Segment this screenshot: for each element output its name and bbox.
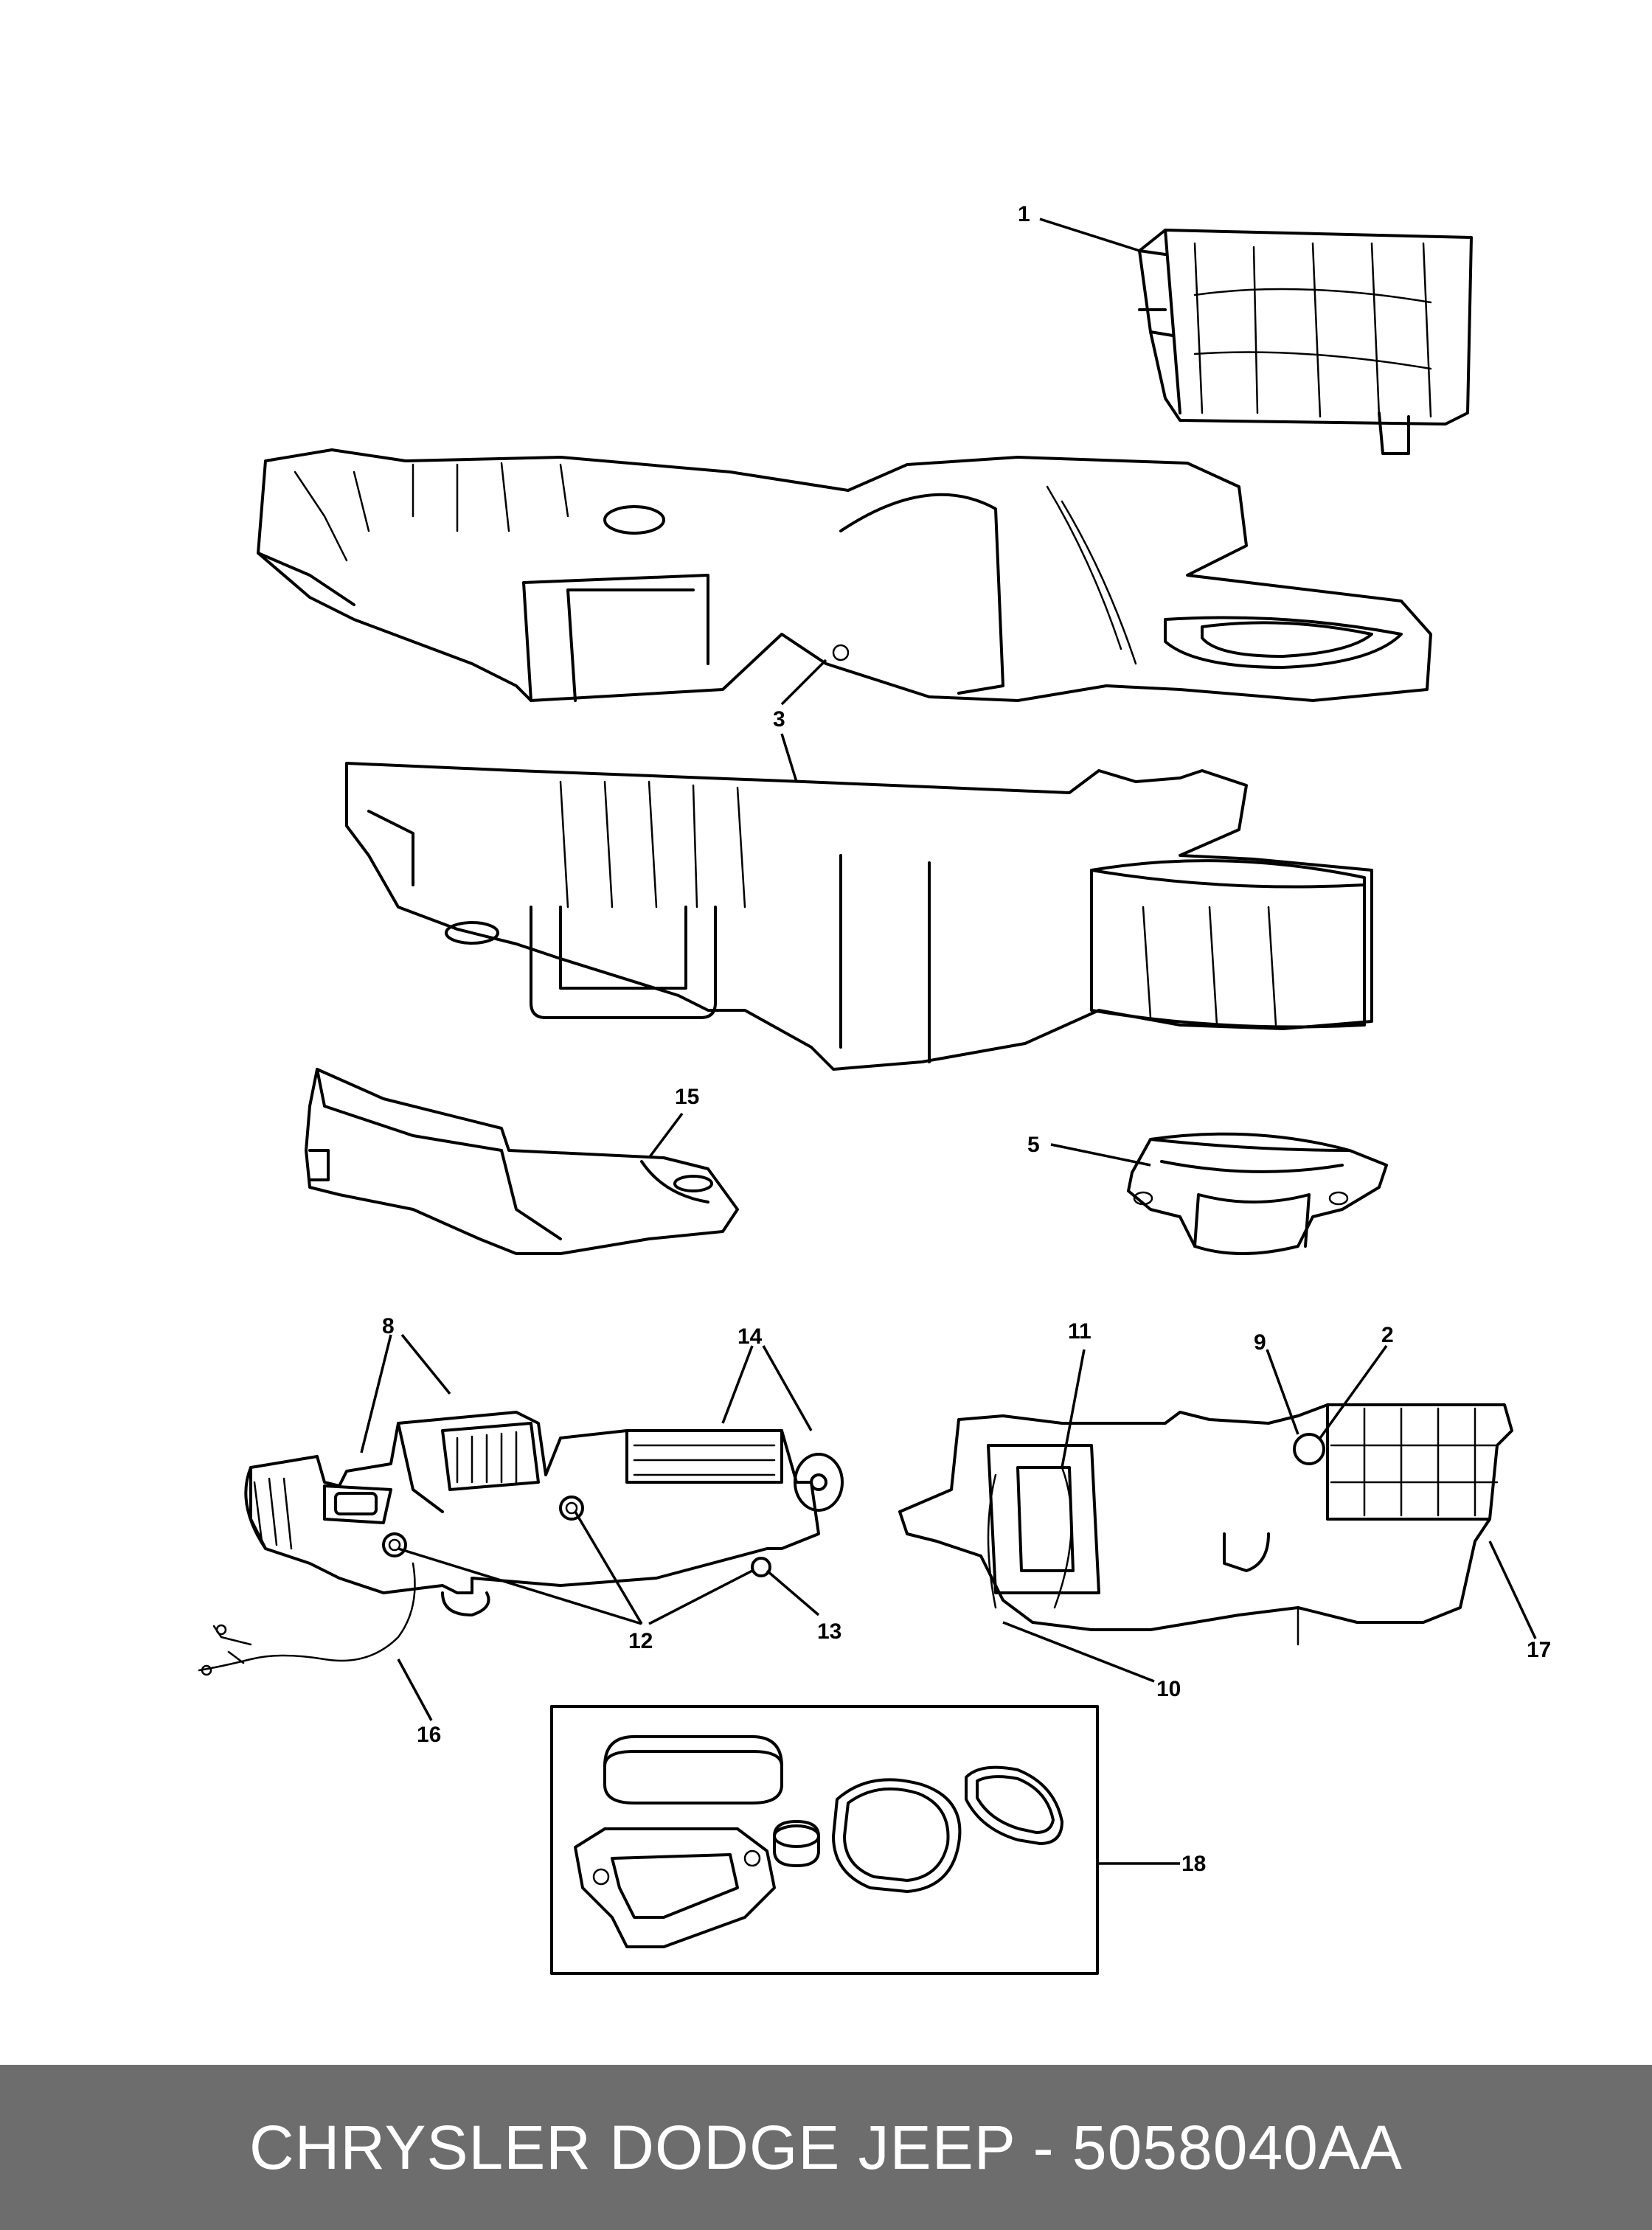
footer-part-number: CHRYSLER DODGE JEEP - 5058040AA	[249, 2112, 1403, 2182]
footer-bar: CHRYSLER DODGE JEEP - 5058040AA	[0, 2065, 1652, 2230]
leader-12	[398, 1511, 753, 1625]
callout-15: 15	[675, 1085, 699, 1109]
leader-3	[780, 659, 827, 782]
leader-10	[1002, 1621, 1155, 1683]
leader-5	[1050, 1143, 1151, 1167]
callout-5: 5	[1027, 1133, 1040, 1157]
callout-9: 9	[1254, 1330, 1266, 1355]
callout-12: 12	[628, 1629, 653, 1653]
left-hvac-assembly	[198, 1411, 844, 1676]
part-15-duct	[305, 1068, 739, 1255]
part-18-gasket-kit	[550, 1705, 1099, 1975]
callout-14: 14	[738, 1324, 763, 1349]
leader-1	[1039, 218, 1140, 252]
leader-9	[1266, 1349, 1299, 1435]
leader-11	[1061, 1349, 1086, 1468]
callout-16: 16	[417, 1723, 441, 1747]
leader-lines	[360, 218, 1537, 1865]
part-1-housing	[1138, 229, 1473, 455]
callout-13: 13	[817, 1619, 841, 1644]
leader-15	[648, 1112, 684, 1159]
leader-14	[721, 1345, 813, 1431]
callout-10: 10	[1156, 1677, 1181, 1701]
callout-3: 3	[773, 707, 785, 732]
right-hvac-assembly	[898, 1403, 1513, 1646]
leader-16	[397, 1658, 433, 1721]
leader-17	[1488, 1540, 1537, 1639]
callout-1: 1	[1018, 202, 1030, 226]
leader-2	[1319, 1344, 1388, 1439]
callout-17: 17	[1527, 1638, 1551, 1662]
callout-8: 8	[382, 1314, 395, 1338]
leader-13	[766, 1569, 820, 1616]
callout-labels: 1 3 15 5 8 14 11 9 2 12 13 16 10 17 18	[382, 202, 1551, 1876]
callout-11: 11	[1068, 1319, 1092, 1344]
callout-18: 18	[1181, 1852, 1206, 1876]
leader-8	[360, 1333, 451, 1453]
parts-diagram: 1 3 15 5 8 14 11 9 2 12 13 16 10 17 18	[198, 202, 1551, 1975]
part-3-upper-housing	[257, 448, 1432, 702]
callout-2: 2	[1381, 1323, 1394, 1347]
part-3-lower-housing	[345, 762, 1373, 1071]
part-5-blower-adapter	[1127, 1132, 1388, 1255]
